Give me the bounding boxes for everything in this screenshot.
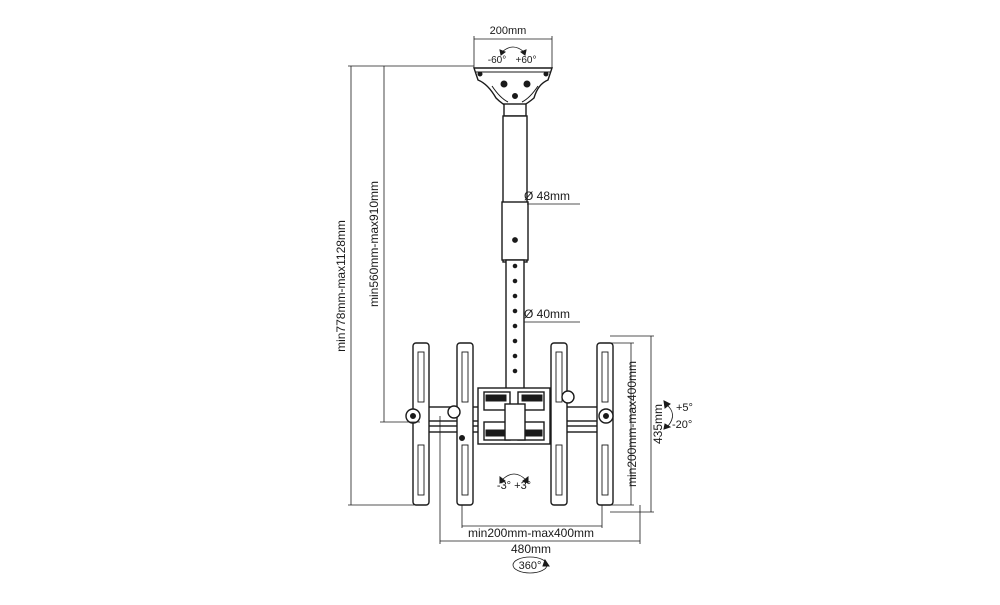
overall-height-dimension: min778mm-max1128mm xyxy=(334,65,474,506)
top-rotation-left-label: -60° xyxy=(488,55,506,66)
rail-height-dimension: 435mm xyxy=(610,335,665,513)
rotation-360-label: 360° xyxy=(519,560,542,572)
ceiling-plate xyxy=(473,67,553,117)
vesa-rail-1 xyxy=(405,342,430,506)
vesa-rail-2 xyxy=(447,342,474,506)
vesa-width-dimension: min200mm-max400mm xyxy=(461,505,603,540)
top-rotation-right-label: +60° xyxy=(516,55,537,66)
total-width-dimension: 480mm xyxy=(439,416,641,556)
upper-diameter-callout: Ø 48mm xyxy=(524,189,580,205)
telescopic-pole xyxy=(501,115,529,395)
vesa-rail-4 xyxy=(596,342,614,506)
vesa-height-label: min200mm-max400mm xyxy=(625,361,639,487)
pole-height-label: min560mm-max910mm xyxy=(367,181,381,307)
total-width-label: 480mm xyxy=(511,542,551,556)
tilt-indicator: +5° -20° xyxy=(663,400,693,431)
tilt-up-label: +5° xyxy=(676,402,693,414)
top-width-dimension: 200mm -60° +60° xyxy=(473,25,553,68)
rotation-360-indicator: 360° xyxy=(512,556,550,574)
overall-height-label: min778mm-max1128mm xyxy=(334,220,348,352)
tilt-down-label: -20° xyxy=(672,419,692,431)
pole-height-dimension: min560mm-max910mm xyxy=(367,66,420,423)
vesa-height-dimension: min200mm-max400mm xyxy=(605,342,639,506)
upper-diameter-label: Ø 48mm xyxy=(524,189,570,203)
rail-height-label: 435mm xyxy=(651,404,665,444)
vesa-width-label: min200mm-max400mm xyxy=(468,526,594,540)
swivel-indicator: -3° +3° xyxy=(497,473,531,492)
lower-diameter-label: Ø 40mm xyxy=(524,307,570,321)
vesa-rail-3 xyxy=(550,342,575,506)
lower-diameter-callout: Ø 40mm xyxy=(524,307,580,323)
top-width-label: 200mm xyxy=(490,25,527,37)
swivel-label: -3° +3° xyxy=(497,480,531,492)
crossbar xyxy=(419,387,611,445)
